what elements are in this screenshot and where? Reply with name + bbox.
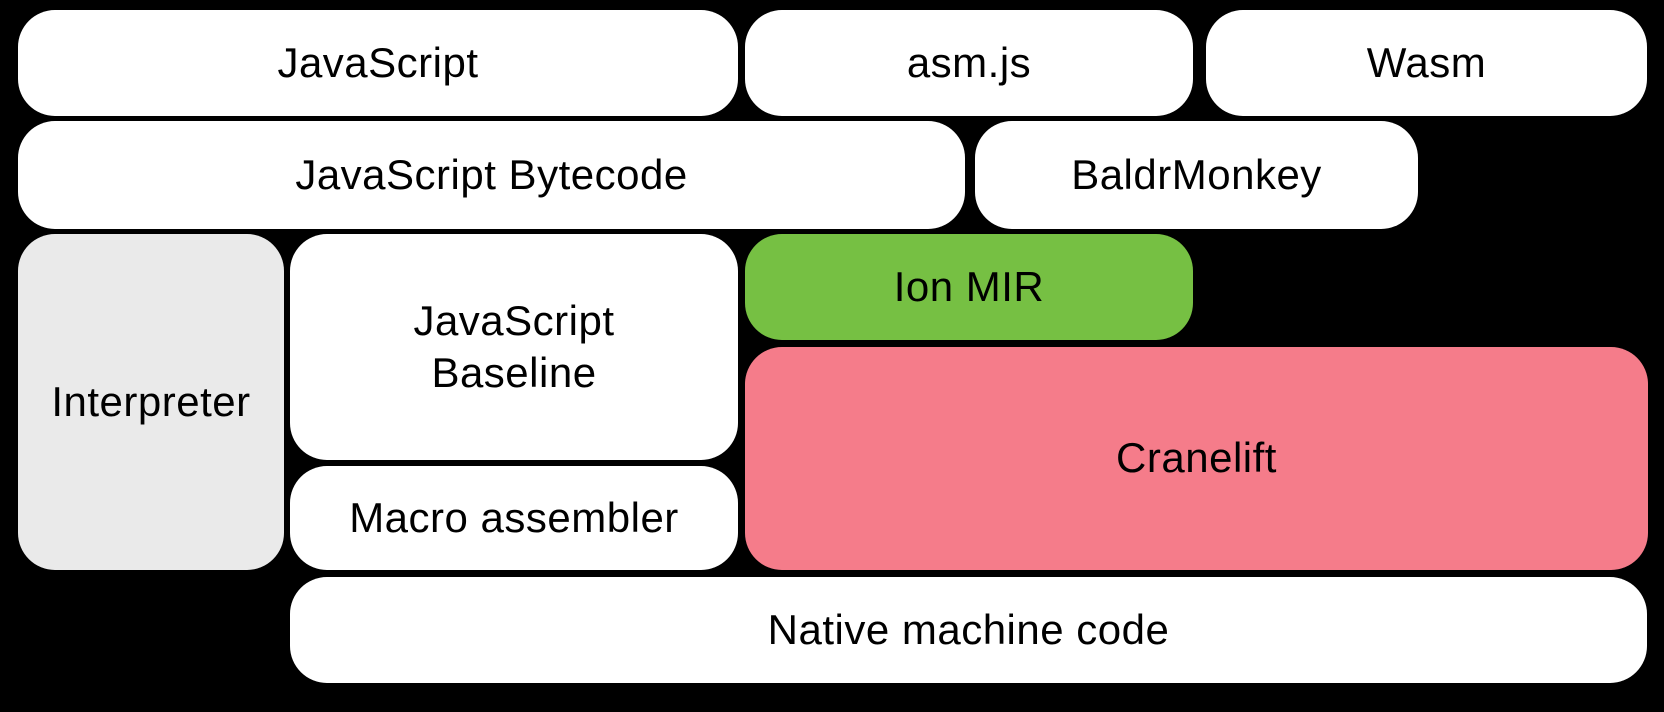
node-cranelift: Cranelift xyxy=(745,347,1648,570)
node-macro-assembler: Macro assembler xyxy=(290,466,738,570)
node-javascript-label: JavaScript xyxy=(277,38,479,86)
node-wasm-label: Wasm xyxy=(1366,38,1487,86)
node-interpreter: Interpreter xyxy=(18,234,284,570)
node-javascript: JavaScript xyxy=(18,10,738,116)
node-baldrmonkey: BaldrMonkey xyxy=(975,121,1418,229)
node-asmjs: asm.js xyxy=(745,10,1193,116)
node-javascript-baseline: JavaScript Baseline xyxy=(290,234,738,460)
node-ion-mir-label: Ion MIR xyxy=(893,262,1045,310)
node-interpreter-label: Interpreter xyxy=(51,377,251,425)
node-macro-assembler-label: Macro assembler xyxy=(349,493,679,541)
node-asmjs-label: asm.js xyxy=(906,38,1032,86)
node-native-machine-code-label: Native machine code xyxy=(767,605,1170,653)
node-baldrmonkey-label: BaldrMonkey xyxy=(1071,150,1322,198)
node-native-machine-code: Native machine code xyxy=(290,577,1647,683)
node-javascript-bytecode-label: JavaScript Bytecode xyxy=(295,150,688,198)
node-cranelift-label: Cranelift xyxy=(1116,434,1277,482)
node-javascript-baseline-label-line2: Baseline xyxy=(431,349,597,396)
node-wasm: Wasm xyxy=(1206,10,1647,116)
node-ion-mir: Ion MIR xyxy=(745,234,1193,340)
node-javascript-baseline-label-line1: JavaScript xyxy=(413,296,615,344)
node-javascript-bytecode: JavaScript Bytecode xyxy=(18,121,965,229)
